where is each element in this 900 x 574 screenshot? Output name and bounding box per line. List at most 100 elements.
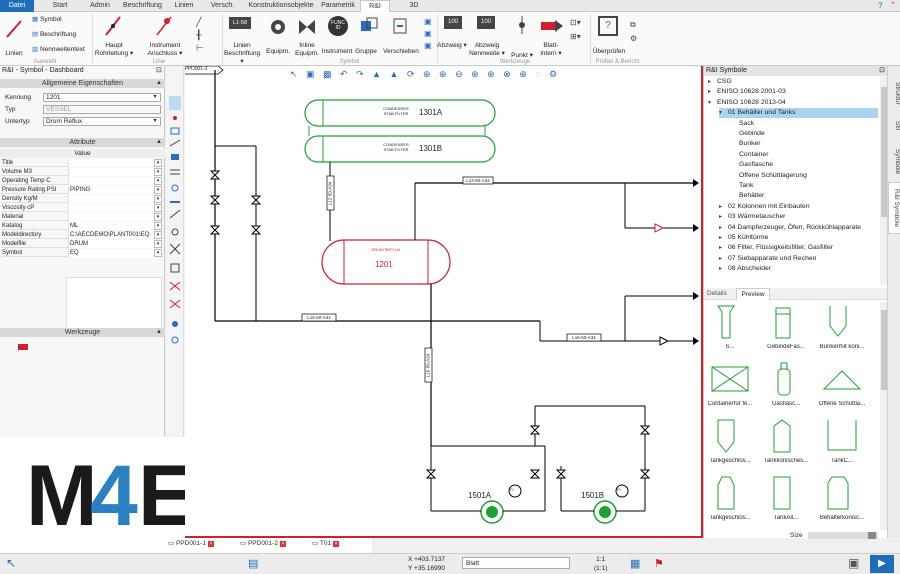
chevron-down-icon[interactable]: ▾ xyxy=(154,177,162,185)
expand-down-icon[interactable]: ▾ xyxy=(708,99,712,106)
preview-item[interactable]: Gasflasc... xyxy=(766,359,806,411)
chevron-down-icon[interactable]: ▾ xyxy=(154,240,162,248)
close-icon[interactable]: × xyxy=(279,541,286,547)
play-icon[interactable]: ▶ xyxy=(870,555,894,573)
tree-node[interactable]: Gasflasche xyxy=(730,160,773,170)
beschriftung-button[interactable]: ▤ Beschriftung xyxy=(32,31,77,38)
tree-node[interactable]: ▸04 Dampferzeuger, Öfen, Rückkühlapparat… xyxy=(719,223,861,233)
chevron-down-icon[interactable]: ▾ xyxy=(153,94,157,100)
size-slider-thumb[interactable] xyxy=(868,532,876,539)
chevron-down-icon[interactable]: ▾ xyxy=(154,168,162,176)
attribute-value[interactable]: C:\AECDEMO\PLANT001\EQ xyxy=(68,231,154,239)
kennung-field[interactable]: 1201▾ xyxy=(43,93,161,102)
werkzeuge-extra-icon[interactable]: ⊡▾⊞▾ xyxy=(570,18,581,41)
nennweitentext-button[interactable]: ▥ Nennweitentext xyxy=(32,46,85,53)
tab-parametrik[interactable]: Parametrik xyxy=(321,2,355,9)
help-icon[interactable]: ? xyxy=(878,1,883,10)
briefcase-icon[interactable]: ▣ xyxy=(848,556,860,570)
gruppe-button[interactable]: Gruppe xyxy=(355,48,377,55)
tab-versch[interactable]: Versch. xyxy=(210,2,235,9)
expand-right-icon[interactable]: ▸ xyxy=(719,235,723,241)
tab-ri[interactable]: R&I xyxy=(360,0,390,12)
preview-item[interactable]: Offene Schüttla... xyxy=(819,359,865,411)
chevron-down-icon[interactable]: ▾ xyxy=(154,231,162,239)
side-tab-struktur[interactable]: Struktur xyxy=(894,81,900,105)
drawing-canvas[interactable]: ↖ ▣ ▩ ↶ ↷ ▲ ▲ ⟳ ⊕ ⊕ ⊖ ⊕ ⊕ ⊗ ⊕ ◌ ⚙ xyxy=(184,66,703,538)
scrollbar-thumb[interactable] xyxy=(881,310,887,390)
scrollbar-thumb[interactable] xyxy=(881,87,887,217)
blatt-intern-button[interactable]: Blatt-intern ▾ xyxy=(540,42,562,57)
attribute-value[interactable]: DRUM xyxy=(68,240,154,248)
close-icon[interactable]: × xyxy=(207,541,214,547)
preview-item[interactable]: TankAll... xyxy=(766,473,806,525)
tree-node[interactable]: ▸02 Kolonnen mit Einbauten xyxy=(719,202,810,212)
collapse-arrow-icon[interactable]: ▲ xyxy=(156,80,162,86)
expand-right-icon[interactable]: ▸ xyxy=(719,266,723,273)
punkt-button[interactable]: Punkt ▾ xyxy=(511,52,533,59)
side-tab-ri-symbole[interactable]: R&I Symbole xyxy=(888,182,900,234)
preview-item[interactable]: TankC... xyxy=(822,416,862,468)
symbol-tools-icon[interactable]: ▣▣▣ xyxy=(424,17,432,50)
attribute-value[interactable] xyxy=(68,213,154,221)
chevron-down-icon[interactable]: ▾ xyxy=(154,249,162,257)
doc-tab-1[interactable]: ▭ PPD001-1× xyxy=(168,540,214,547)
expand-right-icon[interactable]: ▸ xyxy=(719,203,723,210)
chevron-down-icon[interactable]: ▾ xyxy=(154,213,162,221)
instrument-button[interactable]: Instrument xyxy=(321,48,353,55)
sheet-field[interactable]: Blatt xyxy=(462,557,570,569)
tree-node[interactable]: Behälter xyxy=(730,191,764,201)
tab-konstruktionsobjekte[interactable]: Konstruktionsobjekte xyxy=(248,2,314,9)
pin-icon[interactable]: ⊡ xyxy=(879,67,885,74)
chevron-down-icon[interactable]: ▾ xyxy=(154,222,162,230)
preview-item[interactable]: Bunkermit koni... xyxy=(820,302,864,354)
preview-item[interactable]: Tankkonisches... xyxy=(764,416,808,468)
collapse-icon[interactable]: ⌃ xyxy=(890,2,896,9)
chevron-down-icon[interactable]: ▾ xyxy=(154,204,162,212)
tree-node[interactable]: ▸07 Siebapparate und Rechen xyxy=(719,254,816,264)
chevron-down-icon[interactable]: ▾ xyxy=(154,159,162,167)
line-tools-icon[interactable]: ╱╂⊢ xyxy=(196,17,204,53)
untertyp-field[interactable]: Drum Reflux▾ xyxy=(43,117,161,126)
tree-node[interactable]: ▸03 Wärmetauscher xyxy=(719,212,785,222)
pin-icon[interactable]: ⊡ xyxy=(156,67,162,74)
typ-field[interactable]: VESSEL xyxy=(43,105,161,114)
equipm-button[interactable]: Equipm. xyxy=(266,48,290,55)
tree-node[interactable]: Tank xyxy=(730,181,753,191)
doc-tab-2[interactable]: ▭ PPD001-2× xyxy=(240,540,286,547)
linien-button[interactable]: Linien xyxy=(5,50,23,57)
abzweig-button[interactable]: Abzweig ▾ xyxy=(437,42,467,49)
expand-right-icon[interactable]: ▸ xyxy=(719,224,723,231)
flag-icon[interactable]: ⚑ xyxy=(654,558,664,570)
preview-item[interactable]: Tankgeschlos... xyxy=(709,473,751,525)
attribute-value[interactable] xyxy=(68,168,154,176)
tab-3d[interactable]: 3D xyxy=(409,2,419,9)
tab-preview[interactable]: Preview xyxy=(736,288,770,300)
ueberpruefen-button[interactable]: Überprüfen xyxy=(592,48,626,55)
calendar-icon[interactable]: ▦ xyxy=(630,558,641,570)
preview-item[interactable]: Tankgeschlos... xyxy=(709,416,751,468)
tree-node[interactable]: ▸05 Kühltürme xyxy=(719,233,768,243)
size-slider[interactable] xyxy=(808,532,878,539)
attribute-value[interactable]: EQ xyxy=(68,249,154,257)
chevron-down-icon[interactable]: ▾ xyxy=(154,186,162,194)
doc-tab-3[interactable]: ▭ T01× xyxy=(312,540,340,547)
tab-linien[interactable]: Linien xyxy=(174,2,194,9)
tree-node[interactable]: Gebinde xyxy=(730,129,765,139)
tree-node[interactable]: ▸08 Abscheider xyxy=(719,264,771,274)
tree-scrollbar[interactable] xyxy=(880,77,888,285)
attribute-value[interactable] xyxy=(68,195,154,203)
report-icon[interactable]: ⧉⚙ xyxy=(630,20,638,43)
close-icon[interactable]: × xyxy=(333,541,340,547)
tab-admin[interactable]: Admin xyxy=(90,2,110,9)
tab-start[interactable]: Start xyxy=(52,2,68,9)
preview-scrollbar[interactable] xyxy=(880,302,888,530)
expand-down-icon[interactable]: ▾ xyxy=(719,110,723,117)
tree-node[interactable]: Container xyxy=(730,150,768,160)
tree-node[interactable]: ▸ENISO 10628 2001-03 xyxy=(708,87,786,97)
select-tool-icon[interactable] xyxy=(169,96,181,110)
chevron-down-icon[interactable]: ▾ xyxy=(153,118,157,124)
expand-right-icon[interactable]: ▸ xyxy=(719,245,723,252)
attribute-value[interactable] xyxy=(68,159,154,167)
linien-icon[interactable] xyxy=(5,17,23,41)
tree-node[interactable]: Sack xyxy=(730,119,754,129)
